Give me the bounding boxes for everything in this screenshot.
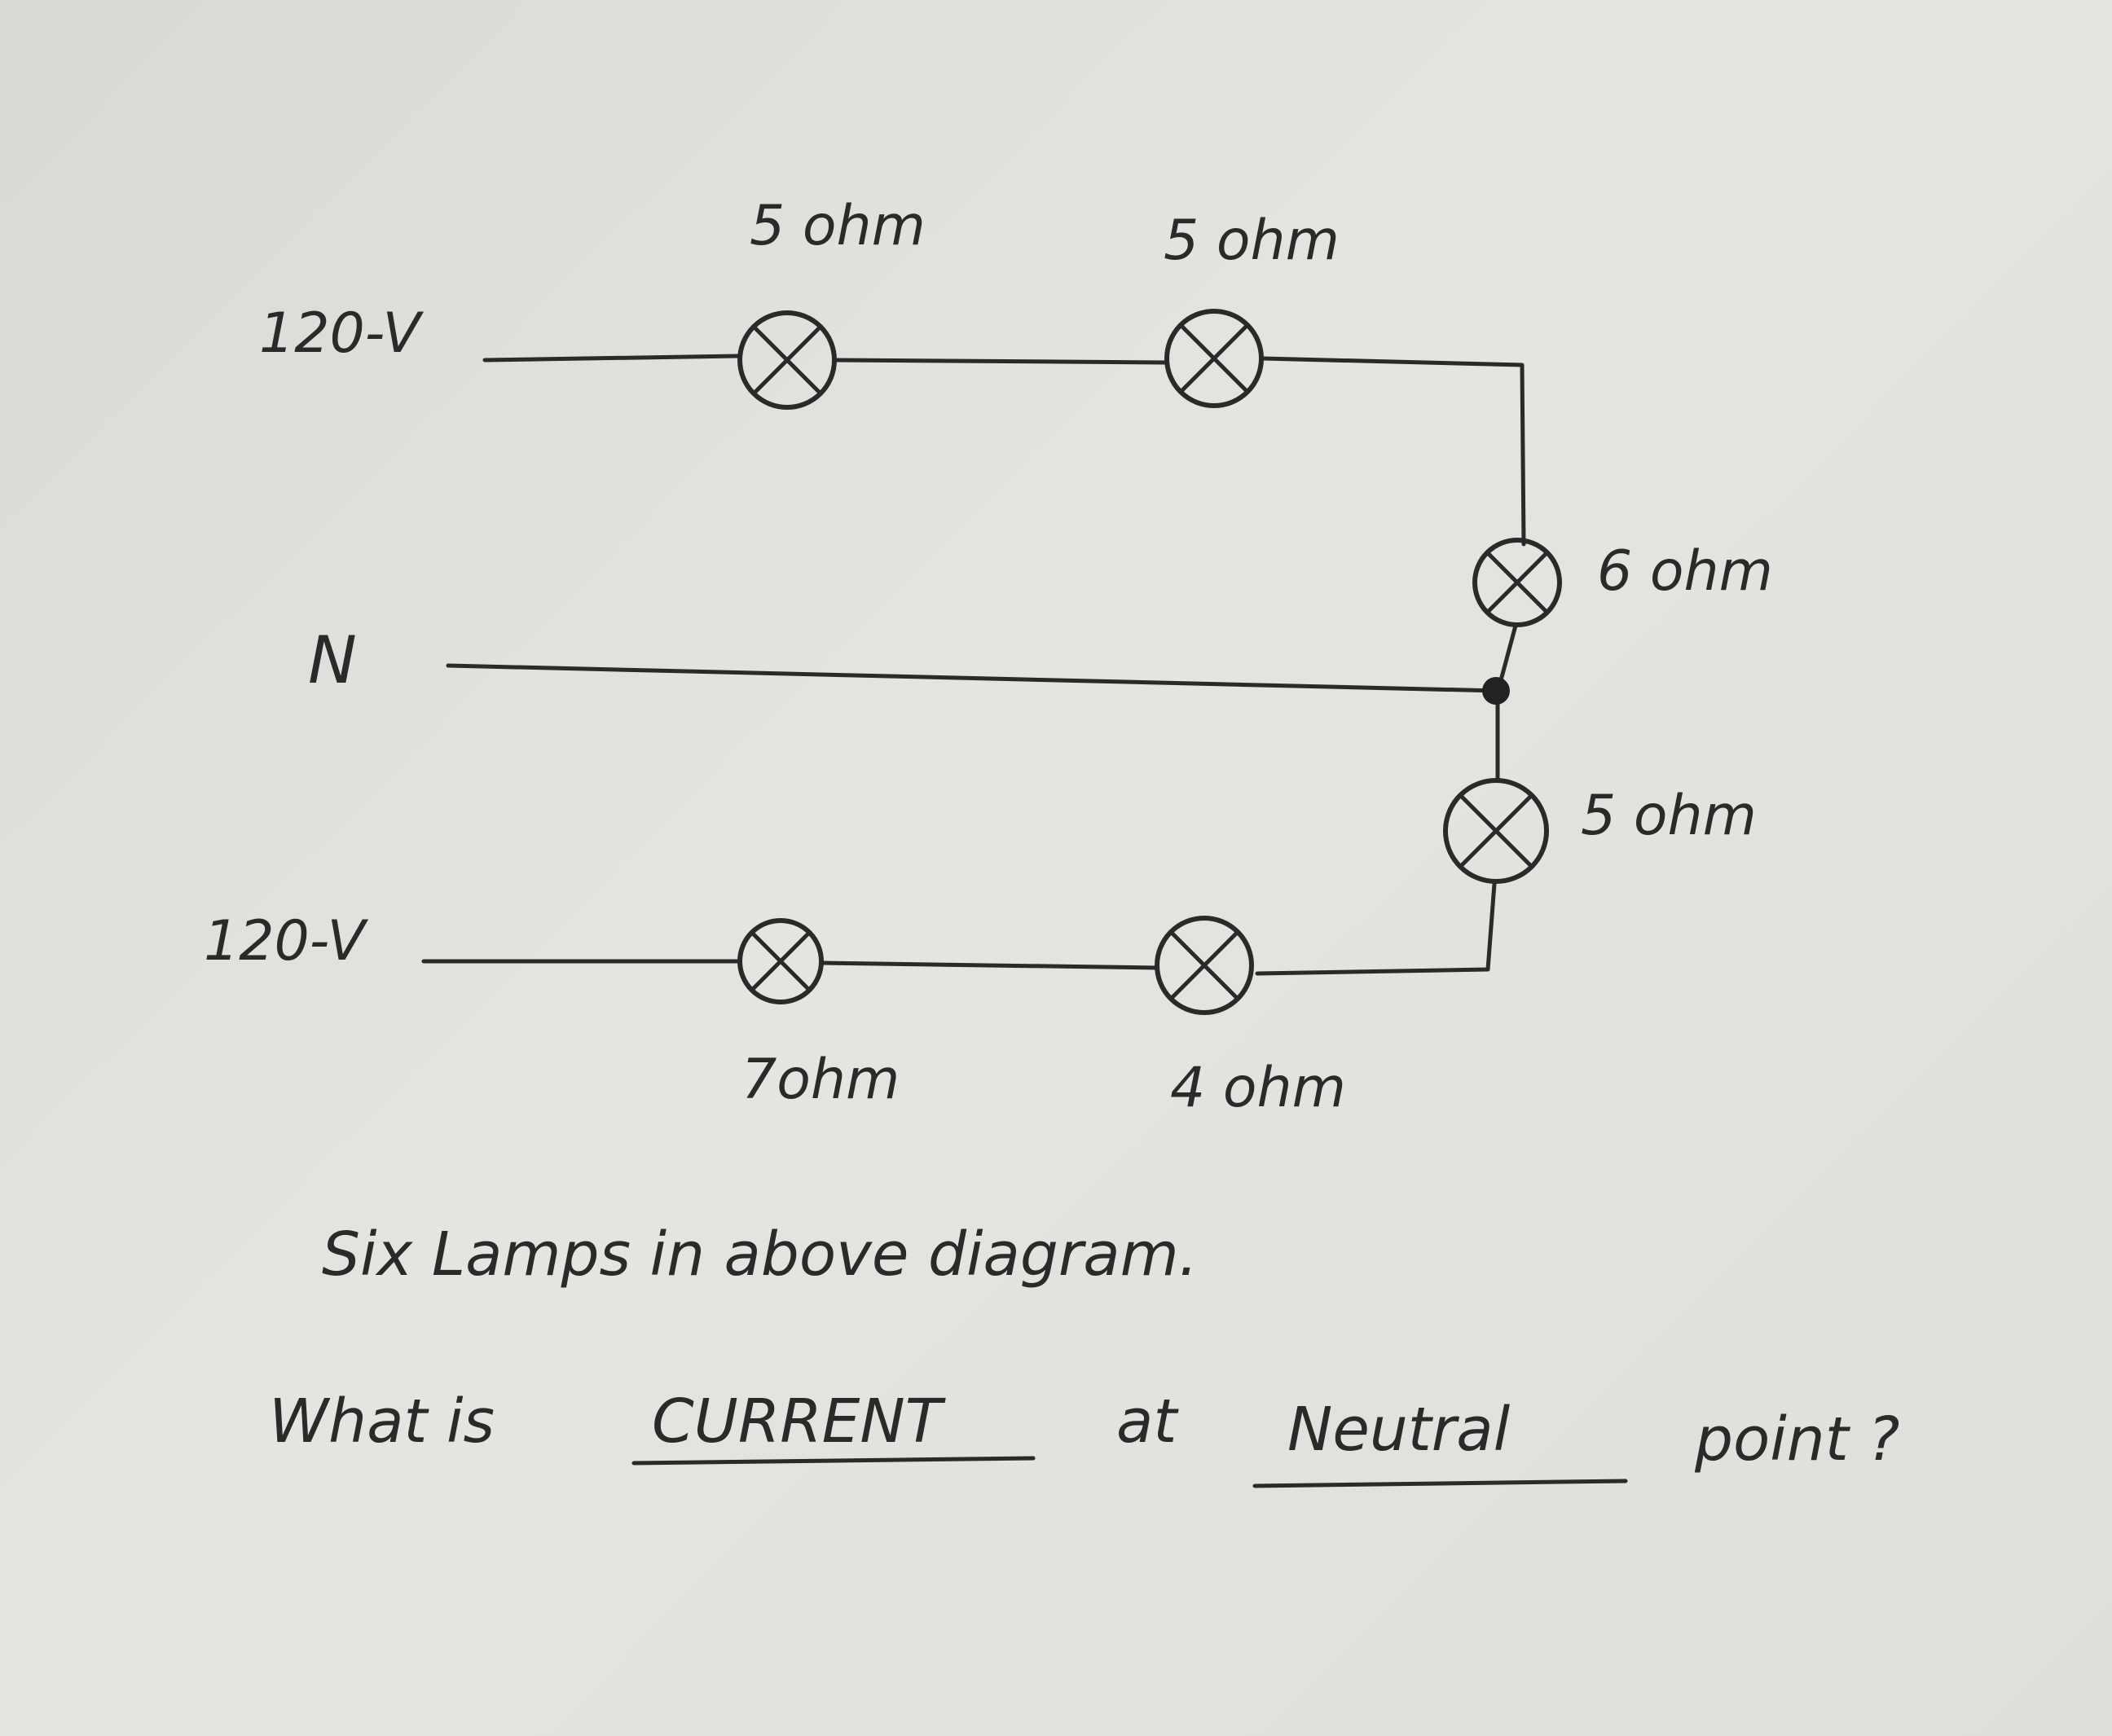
underline-current: [631, 1456, 1036, 1466]
question-neutral-word: Neutral: [1287, 1395, 1511, 1465]
question-point: point ?: [1694, 1404, 1900, 1475]
top-line-wire: [482, 354, 1526, 547]
neutral-junction-dot: [1482, 677, 1510, 705]
question-what-is: What is: [269, 1387, 495, 1457]
lamp-label-top-2: 5 ohm: [1164, 209, 1340, 273]
bottom-line-wire: [421, 959, 1159, 970]
right-branch-wire: [1255, 623, 1518, 976]
terminal-label-bottom: 120-V: [204, 909, 369, 973]
question-line-1: Six Lamps in above diagram.: [322, 1220, 1198, 1290]
lamp-bottom-2-icon: [1155, 916, 1254, 1015]
terminal-label-neutral: N: [308, 622, 357, 698]
lamp-top-1-icon: [737, 310, 837, 410]
question-current-word: CURRENT: [652, 1387, 947, 1457]
lamp-label-right-upper: 6 ohm: [1597, 539, 1773, 604]
lamp-label-right-lower: 5 ohm: [1581, 784, 1757, 848]
lamp-right-lower-icon: [1443, 778, 1549, 884]
neutral-wire: [446, 663, 1500, 693]
lamp-label-top-1: 5 ohm: [750, 194, 926, 258]
lamp-label-bottom-1: 7ohm: [741, 1048, 900, 1112]
lamp-label-bottom-2: 4 ohm: [1170, 1056, 1346, 1120]
lamp-bottom-1-icon: [737, 918, 824, 1004]
lamp-top-2-icon: [1164, 309, 1264, 408]
underline-neutral: [1252, 1479, 1628, 1488]
question-at: at: [1116, 1387, 1179, 1457]
lamp-right-upper-icon: [1472, 538, 1562, 627]
terminal-label-top: 120-V: [259, 301, 425, 366]
